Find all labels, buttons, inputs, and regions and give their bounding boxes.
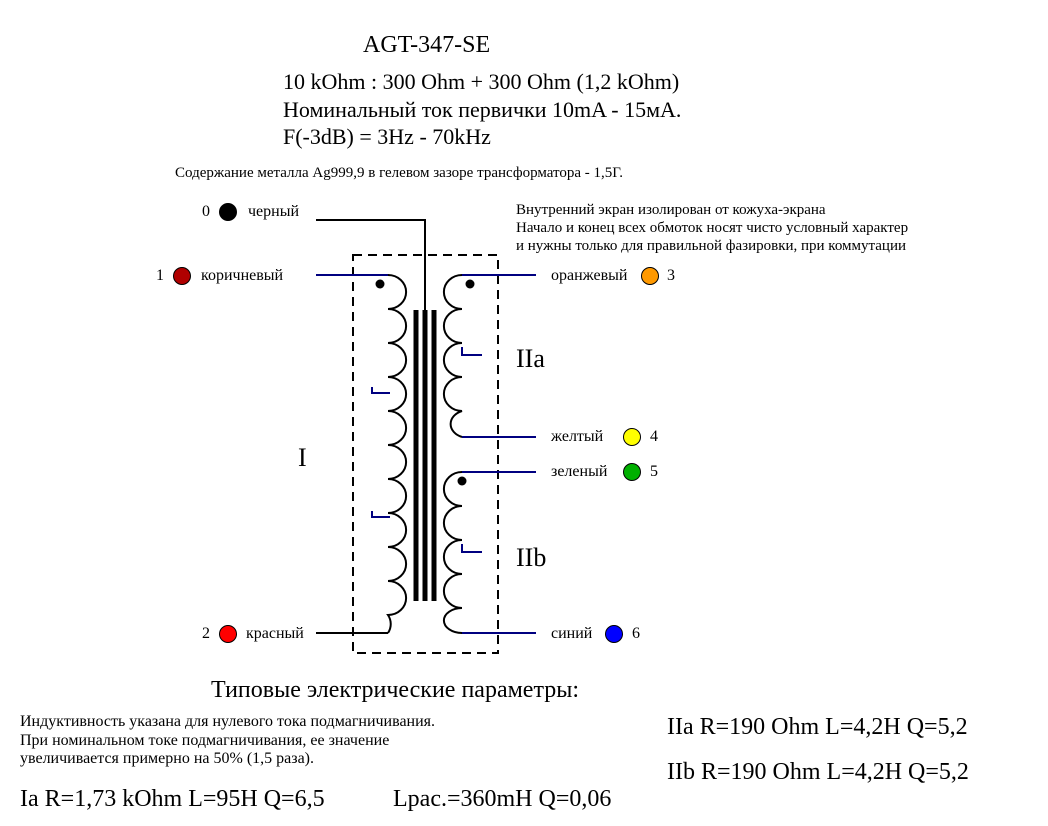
terminal-0-color-dot bbox=[219, 203, 237, 221]
primary-phase-dot bbox=[375, 279, 385, 289]
metal-content-note: Содержание металла Ag999,9 в гелевом заз… bbox=[175, 165, 623, 181]
terminal-1-color-dot bbox=[173, 267, 191, 285]
terminal-6-number: 6 bbox=[632, 625, 640, 642]
secondary-winding-a bbox=[442, 274, 463, 438]
secondary-b-label: IIb bbox=[516, 543, 547, 572]
terminal-3-number: 3 bbox=[667, 267, 675, 284]
parameters-heading: Типовые электрические параметры: bbox=[211, 677, 580, 703]
terminal-2-color-dot bbox=[219, 625, 237, 643]
secondary-a-tap bbox=[461, 347, 482, 356]
spec-impedance: 10 kOhm : 300 Ohm + 300 Ohm (1,2 kOhm) bbox=[283, 69, 680, 94]
primary-winding bbox=[386, 274, 408, 634]
secondary-b-tap bbox=[461, 544, 482, 553]
secondary-b-phase-dot bbox=[457, 476, 467, 486]
inductance-note-line-1: Индуктивность указана для нулевого тока … bbox=[20, 713, 436, 730]
param-iib: IIb R=190 Ohm L=4,2H Q=5,2 bbox=[667, 759, 969, 785]
primary-tap-2-mark bbox=[371, 511, 390, 518]
wire-terminal-0 bbox=[316, 219, 426, 310]
spec-primary-current: Номинальный ток первички 10mA - 15мА. bbox=[283, 97, 682, 122]
param-ia: Ia R=1,73 kOhm L=95H Q=6,5 bbox=[20, 786, 325, 812]
terminal-2-label: красный bbox=[246, 625, 304, 642]
terminal-3-label: оранжевый bbox=[551, 267, 628, 284]
param-iia: IIa R=190 Ohm L=4,2H Q=5,2 bbox=[667, 714, 968, 740]
terminal-0-number: 0 bbox=[202, 203, 210, 220]
inductance-note-line-2: При номинальном токе подмагничивания, ее… bbox=[20, 732, 390, 749]
shield-note-line-2: Начало и конец всех обмоток носят чисто … bbox=[516, 220, 909, 236]
transformer-title: AGT-347-SE bbox=[363, 32, 491, 58]
primary-tap-1-mark bbox=[371, 387, 390, 394]
terminal-3-color-dot bbox=[641, 267, 659, 285]
shield-enclosure bbox=[352, 254, 499, 654]
secondary-a-phase-dot bbox=[465, 279, 475, 289]
terminal-5-number: 5 bbox=[650, 463, 658, 480]
transformer-core bbox=[413, 310, 437, 601]
terminal-4-number: 4 bbox=[650, 428, 658, 445]
terminal-0-label: черный bbox=[248, 203, 300, 220]
terminal-1-label: коричневый bbox=[201, 267, 284, 284]
shield-note-line-1: Внутренний экран изолирован от кожуха-эк… bbox=[516, 202, 826, 218]
terminal-6-color-dot bbox=[605, 625, 623, 643]
terminal-6-label: синий bbox=[551, 625, 593, 642]
terminal-4-color-dot bbox=[623, 428, 641, 446]
inductance-note-line-3: увеличивается примерно на 50% (1,5 раза)… bbox=[20, 750, 314, 767]
primary-winding-label: I bbox=[298, 443, 307, 472]
terminal-5-label: зеленый bbox=[551, 463, 608, 480]
terminal-2-number: 2 bbox=[202, 625, 210, 642]
shield-note-line-3: и нужны только для правильной фазировки,… bbox=[516, 238, 907, 254]
param-ia-leakage: Lрас.=360mH Q=0,06 bbox=[393, 786, 612, 812]
secondary-winding-b bbox=[442, 471, 463, 634]
secondary-a-label: IIa bbox=[516, 344, 545, 373]
terminal-4-label: желтый bbox=[551, 428, 604, 445]
terminal-1-number: 1 bbox=[156, 267, 164, 284]
terminal-5-color-dot bbox=[623, 463, 641, 481]
spec-frequency-range: F(-3dB) = 3Hz - 70kHz bbox=[283, 124, 491, 149]
